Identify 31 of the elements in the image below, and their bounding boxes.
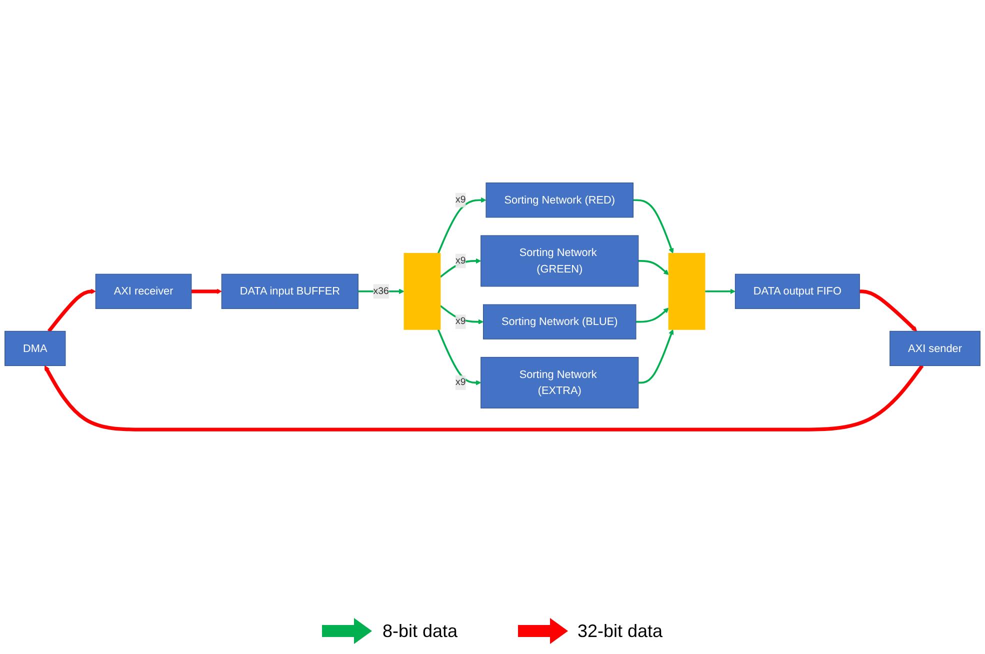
- arrow: [440, 258, 482, 278]
- node-box: Sorting Network (GREEN): [480, 235, 639, 286]
- node-bar: [404, 252, 441, 330]
- edge-label: x9: [456, 316, 466, 326]
- arrow: [704, 288, 736, 294]
- node-box: DATA input BUFFER: [221, 274, 358, 309]
- arrow: [437, 328, 482, 386]
- arrow: [191, 288, 222, 294]
- node-bar: [668, 252, 706, 330]
- node-box: AXI sender: [890, 330, 980, 366]
- legend-label: 8-bit data: [382, 620, 458, 642]
- edge-label: x36: [373, 286, 389, 296]
- arrow: [437, 197, 486, 254]
- edge-label: x9: [456, 255, 466, 266]
- edge-label: x9: [456, 376, 466, 388]
- legend-label: 32-bit data: [578, 620, 663, 642]
- node-box: Sorting Network (BLUE): [483, 304, 636, 340]
- arrow: [636, 308, 669, 322]
- arrow: [633, 198, 674, 254]
- node-box: DMA: [4, 330, 66, 366]
- node-box: Sorting Network (RED): [486, 182, 634, 218]
- arrow: [44, 364, 924, 432]
- edge-label: x9: [456, 194, 466, 205]
- node-box: AXI receiver: [95, 274, 192, 309]
- arrow: [638, 260, 669, 275]
- arrow: [440, 304, 484, 324]
- arrow: [860, 289, 918, 332]
- arrow: [47, 288, 96, 332]
- node-box: DATA output FIFO: [734, 274, 860, 309]
- arrow: [638, 329, 674, 384]
- node-box: Sorting Network (EXTRA): [480, 356, 639, 408]
